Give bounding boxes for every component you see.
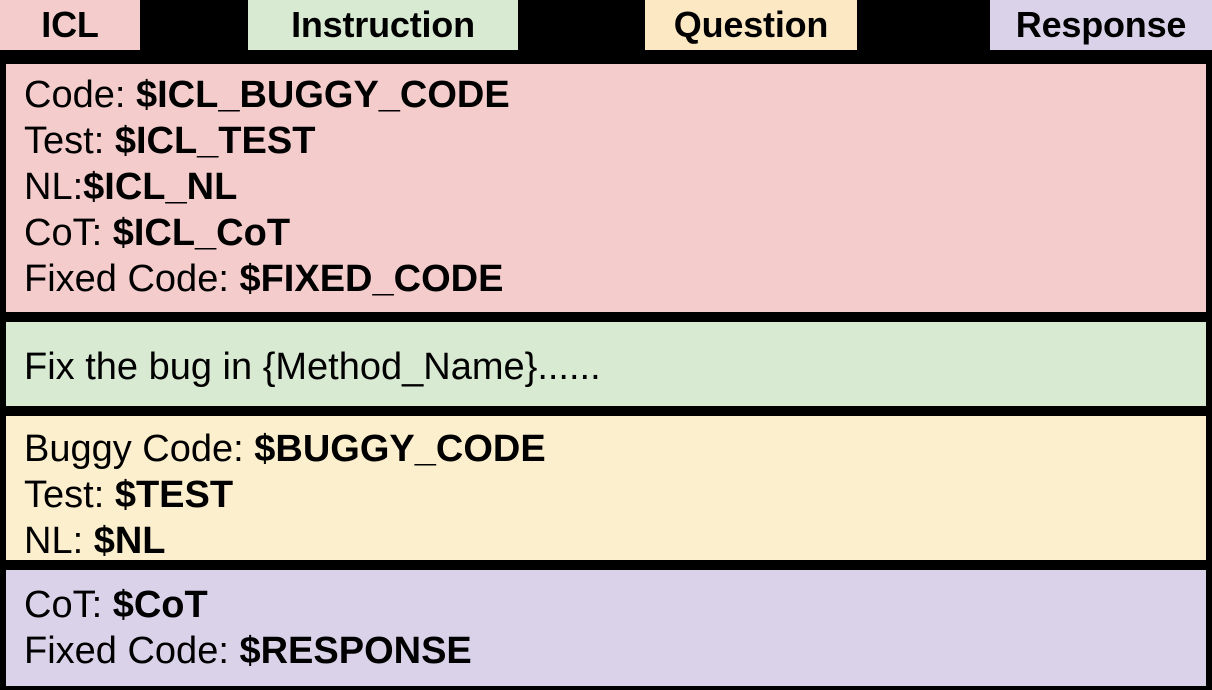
instruction-line-label: Fix the bug in {Method_Name}...... [24, 346, 601, 388]
response-line-fixed-code: Fixed Code: $RESPONSE [24, 628, 1206, 674]
icl-line-code: Code: $ICL_BUGGY_CODE [24, 72, 1206, 118]
response-line-cot-value: $CoT [112, 584, 208, 626]
response-block: CoT: $CoT Fixed Code: $RESPONSE [0, 564, 1212, 690]
icl-line-cot-value: $ICL_CoT [112, 212, 291, 254]
icl-line-nl-label: NL: [24, 166, 84, 208]
question-line-buggy-code-label: Buggy Code: [24, 428, 255, 470]
legend-row: ICL Instruction Question Response [0, 0, 1212, 52]
legend-tag-instruction: Instruction [248, 0, 518, 50]
instruction-block: Fix the bug in {Method_Name}...... [0, 316, 1212, 412]
question-line-nl-value: $NL [93, 520, 166, 562]
response-line-fixed-code-label: Fixed Code: [24, 630, 240, 672]
icl-line-test: Test: $ICL_TEST [24, 118, 1206, 164]
question-line-buggy-code-value: $BUGGY_CODE [254, 428, 546, 470]
question-line-test-label: Test: [24, 474, 115, 516]
icl-line-fixed-code: Fixed Code: $FIXED_CODE [24, 256, 1206, 302]
icl-line-nl: NL:$ICL_NL [24, 164, 1206, 210]
icl-line-nl-value: $ICL_NL [83, 166, 238, 208]
icl-block: Code: $ICL_BUGGY_CODE Test: $ICL_TEST NL… [0, 58, 1212, 318]
question-line-test: Test: $TEST [24, 472, 1206, 518]
icl-line-cot-label: CoT: [24, 212, 113, 254]
response-line-cot: CoT: $CoT [24, 578, 1206, 628]
question-block: Buggy Code: $BUGGY_CODE Test: $TEST NL: … [0, 410, 1212, 566]
response-line-cot-label: CoT: [24, 584, 113, 626]
icl-line-fixed-code-label: Fixed Code: [24, 258, 240, 300]
legend-tag-icl: ICL [0, 0, 140, 50]
response-line-fixed-code-value: $RESPONSE [239, 630, 472, 672]
legend-tag-question: Question [645, 0, 857, 50]
icl-line-test-value: $ICL_TEST [114, 120, 316, 162]
icl-line-code-value: $ICL_BUGGY_CODE [135, 74, 510, 116]
legend-tag-response: Response [990, 0, 1212, 50]
question-line-buggy-code: Buggy Code: $BUGGY_CODE [24, 424, 1206, 472]
icl-line-fixed-code-value: $FIXED_CODE [239, 258, 504, 300]
icl-line-cot: CoT: $ICL_CoT [24, 210, 1206, 256]
question-line-test-value: $TEST [114, 474, 234, 516]
icl-line-test-label: Test: [24, 120, 115, 162]
question-line-nl: NL: $NL [24, 518, 1206, 564]
icl-line-code-label: Code: [24, 74, 136, 116]
question-line-nl-label: NL: [24, 520, 94, 562]
instruction-line: Fix the bug in {Method_Name}...... [24, 330, 1206, 390]
